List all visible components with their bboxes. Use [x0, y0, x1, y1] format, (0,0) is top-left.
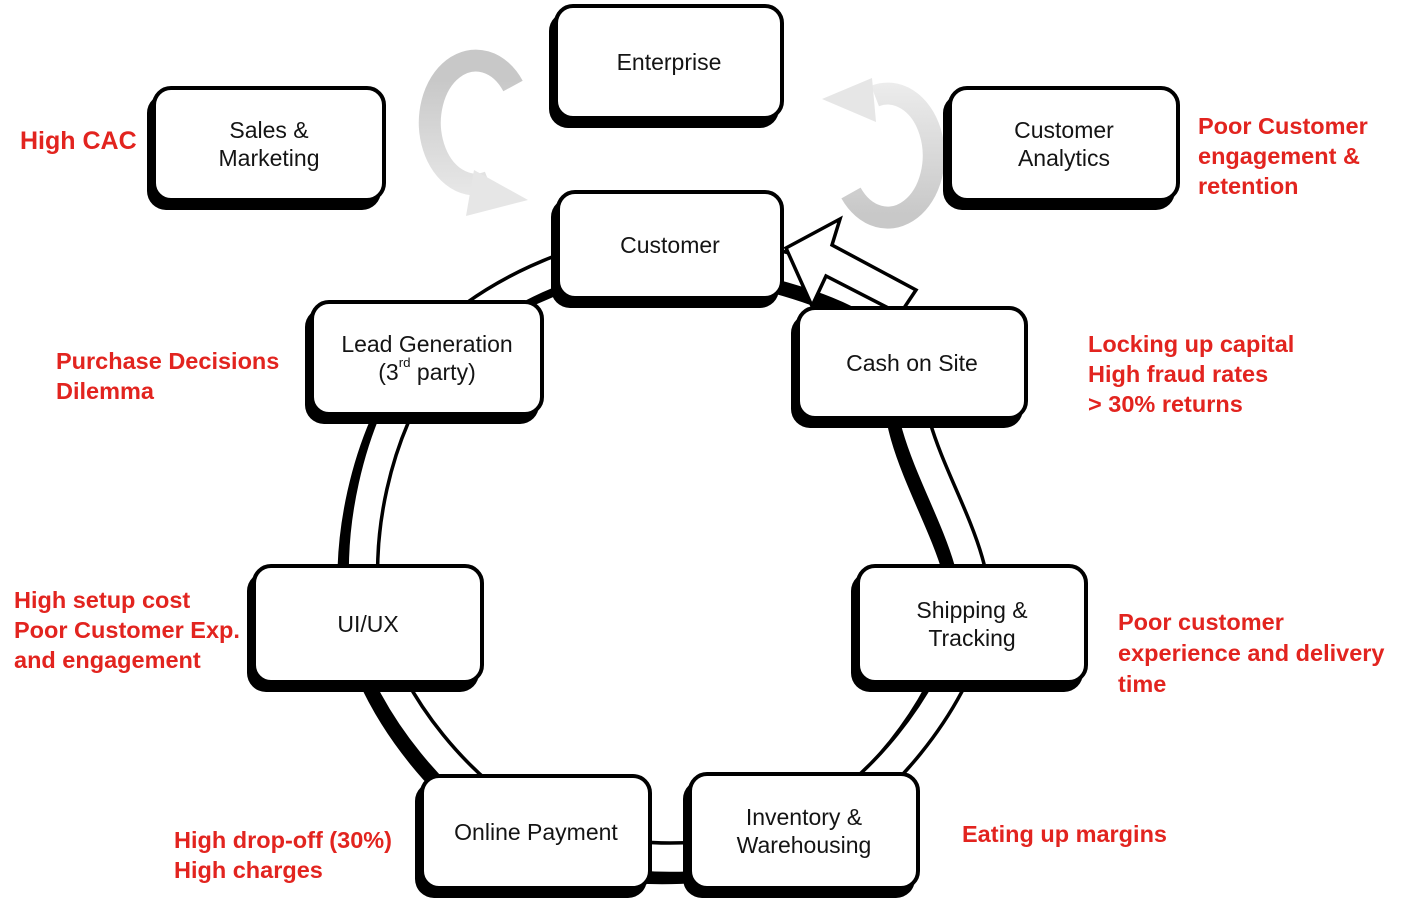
node-enterprise-label: Enterprise [616, 48, 722, 75]
node-ui-ux-label: UI/UX [337, 610, 399, 637]
swirl-arrow-down-body [418, 49, 523, 196]
annotation-high-setup-cost: High setup cost Poor Customer Exp. and e… [14, 587, 240, 673]
node-sales-marketing-label: Sales & Marketing [218, 116, 320, 171]
node-lead-generation-label: Lead Generation(3rd party) [341, 330, 513, 385]
node-cash-on-site: Cash on Site [796, 306, 1028, 420]
node-enterprise: Enterprise [554, 4, 784, 120]
swirl-arrow-up-icon [822, 78, 945, 229]
node-online-payment-label: Online Payment [454, 818, 618, 845]
node-customer-analytics-label: Customer Analytics [1014, 116, 1114, 171]
node-customer-label: Customer [620, 231, 720, 258]
annotation-purchase-decisions-dilemma: Purchase Decisions Dilemma [56, 348, 280, 404]
swirl-arrow-down-icon [418, 49, 528, 216]
node-lead-generation: Lead Generation(3rd party) [310, 300, 544, 416]
node-customer-analytics: Customer Analytics [948, 86, 1180, 202]
annotation-locking-up-capital: Locking up capital High fraud rates > 30… [1088, 331, 1295, 417]
ordinal-superscript: rd [398, 354, 411, 370]
node-cash-on-site-label: Cash on Site [846, 349, 978, 376]
annotation-eating-up-margins: Eating up margins [962, 821, 1167, 847]
node-ui-ux: UI/UX [252, 564, 484, 684]
annotation-high-dropoff: High drop-off (30%) High charges [174, 827, 392, 883]
node-online-payment: Online Payment [420, 774, 652, 890]
annotation-poor-customer-engagement: Poor Customer engagement & retention [1198, 113, 1368, 199]
node-sales-marketing: Sales & Marketing [152, 86, 386, 202]
swirl-arrow-up-head [822, 78, 876, 122]
annotation-poor-customer-experience: Poor customer experience and delivery ti… [1118, 609, 1385, 697]
swirl-arrow-up-body [841, 82, 945, 229]
annotation-high-cac: High CAC [20, 127, 137, 155]
node-inventory-warehousing: Inventory & Warehousing [688, 772, 920, 890]
node-shipping-tracking: Shipping & Tracking [856, 564, 1088, 684]
node-customer: Customer [556, 190, 784, 300]
node-shipping-tracking-label: Shipping & Tracking [916, 596, 1028, 651]
cycle-arrowhead-icon [783, 215, 919, 317]
swirl-arrow-down-head [466, 170, 528, 216]
node-inventory-warehousing-label: Inventory & Warehousing [736, 803, 872, 858]
